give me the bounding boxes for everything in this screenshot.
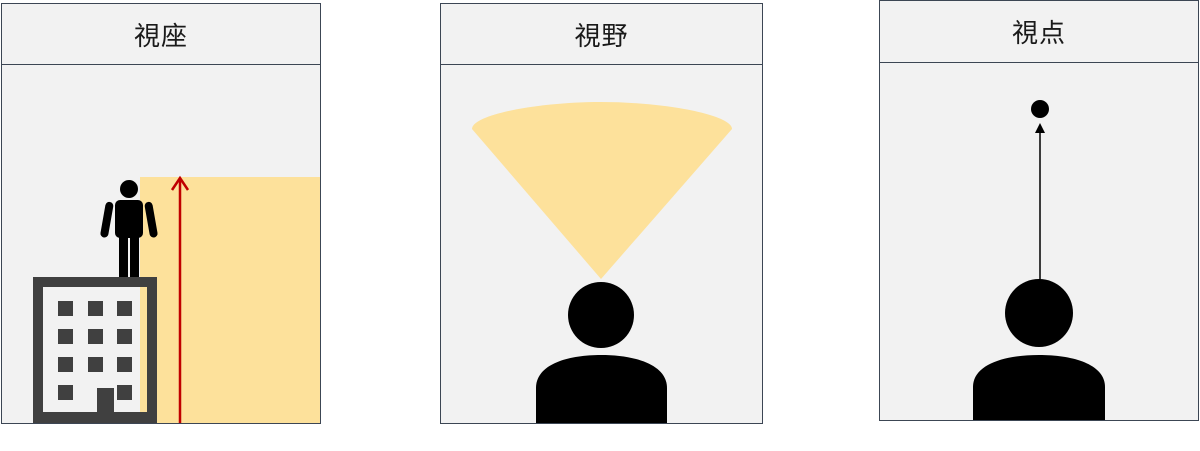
panel-focus-point: 視点 — [879, 0, 1199, 421]
height-arrow-icon — [170, 175, 190, 423]
focus-point-illustration — [973, 100, 1105, 420]
elevated-view-area — [140, 177, 320, 423]
panel-field-of-view: 視野 — [440, 3, 763, 424]
focus-point-icon — [1031, 100, 1049, 118]
panel-title: 視座 — [2, 4, 320, 65]
panel-title: 視野 — [441, 4, 762, 65]
panel-illustration — [880, 63, 1198, 420]
person-bust-icon — [973, 279, 1105, 420]
viewpoint-height-illustration — [33, 175, 320, 423]
panel-illustration — [2, 65, 320, 423]
panel-illustration — [441, 65, 762, 423]
panel-title: 視点 — [880, 1, 1198, 63]
gaze-arrow-icon — [1035, 123, 1045, 285]
vision-cone-icon — [472, 102, 732, 279]
person-bust-icon — [536, 282, 667, 423]
field-of-view-illustration — [472, 102, 732, 423]
panel-viewpoint-height: 視座 — [1, 3, 321, 424]
person-icon — [100, 180, 158, 277]
building-icon — [33, 277, 157, 423]
